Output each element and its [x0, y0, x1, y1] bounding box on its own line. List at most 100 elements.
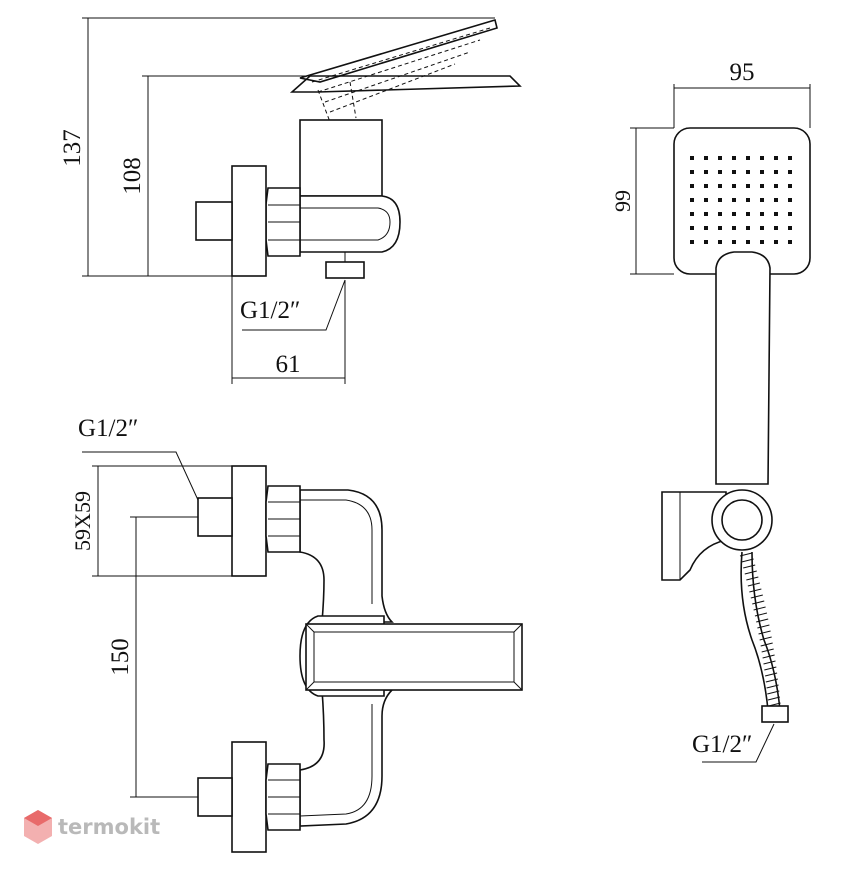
- nozzle: [704, 156, 708, 160]
- upper-nut-faces: [268, 501, 300, 537]
- hose-coil: [757, 624, 770, 629]
- nozzle: [746, 184, 750, 188]
- nozzle: [788, 212, 792, 216]
- nozzle: [760, 170, 764, 174]
- eccentric-pipe: [195, 201, 233, 241]
- nozzle: [746, 156, 750, 160]
- nozzle: [774, 184, 778, 188]
- nozzle: [746, 226, 750, 230]
- nozzle: [774, 226, 778, 230]
- lower-nut-faces: [268, 779, 300, 815]
- nozzle: [704, 170, 708, 174]
- hose-coil: [759, 636, 772, 641]
- bevel-br: [513, 681, 523, 691]
- front-view: 59X59 G1/2″ 150: [70, 415, 523, 853]
- nozzle: [718, 184, 722, 188]
- brand-name: termokit: [58, 815, 160, 839]
- hose-outline-a: [740, 551, 769, 711]
- dim-137-label: 137: [59, 129, 86, 167]
- nozzle: [746, 170, 750, 174]
- nozzle: [774, 156, 778, 160]
- body-upper-arm: [299, 489, 394, 623]
- nozzle: [718, 156, 722, 160]
- brand-hexagon-top: [24, 810, 52, 826]
- hose-coil: [763, 660, 776, 665]
- hose-coil: [753, 606, 766, 611]
- hose-coil: [749, 588, 762, 593]
- nozzle: [704, 240, 708, 244]
- hose-coil: [754, 612, 768, 617]
- nozzle: [760, 226, 764, 230]
- hex-nut-faces: [268, 204, 300, 241]
- nozzle: [718, 226, 722, 230]
- cartridge-body: [299, 119, 383, 197]
- nozzle: [718, 212, 722, 216]
- hose-coil: [766, 684, 779, 689]
- hose-outline-b: [751, 551, 781, 711]
- nozzle: [788, 226, 792, 230]
- nozzle: [732, 240, 736, 244]
- lower-flange: [231, 741, 267, 853]
- dim-61-label: 61: [276, 351, 301, 378]
- nozzle: [788, 156, 792, 160]
- side-view: 137 108 G1/2″ 61: [59, 17, 522, 384]
- nozzle: [760, 212, 764, 216]
- lever-flat: [289, 75, 522, 93]
- nozzle: [732, 226, 736, 230]
- nozzle: [704, 184, 708, 188]
- nozzle: [690, 240, 694, 244]
- lever-raised-dashes: [311, 27, 491, 113]
- nozzle: [788, 198, 792, 202]
- hose-coil: [767, 690, 780, 695]
- hose-coil: [764, 672, 778, 677]
- thread-leader-hose: [702, 723, 775, 763]
- hose-coil: [756, 618, 769, 623]
- hose-coil: [743, 564, 756, 569]
- nozzle: [788, 240, 792, 244]
- lever-raised-outline: [299, 18, 498, 83]
- hose-coil: [744, 570, 757, 575]
- nozzle: [774, 198, 778, 202]
- nozzle: [788, 170, 792, 174]
- bevel-bl: [305, 681, 315, 691]
- valve-body: [299, 195, 401, 253]
- hose-coil: [750, 594, 763, 599]
- nozzle: [788, 184, 792, 188]
- shower-handle: [715, 251, 771, 485]
- nozzle: [704, 226, 708, 230]
- upper-flange: [231, 465, 267, 577]
- nozzle: [760, 156, 764, 160]
- hose-coil: [761, 648, 774, 653]
- nozzle: [732, 198, 736, 202]
- hose-end-nut: [761, 705, 789, 723]
- hose-coil: [758, 630, 771, 635]
- watermark-logo: termokit: [24, 810, 160, 844]
- valve-body-inner: [300, 207, 391, 241]
- hand-shower-view: 95 99 G1/2″: [610, 59, 811, 763]
- nozzle: [718, 240, 722, 244]
- nozzle: [774, 240, 778, 244]
- bevel-tl: [305, 623, 315, 633]
- hose-coil: [760, 642, 773, 647]
- nozzle: [732, 170, 736, 174]
- thread-label-hose: G1/2″: [692, 731, 752, 758]
- nozzle: [704, 198, 708, 202]
- nozzle: [690, 212, 694, 216]
- dim-150-label: 150: [107, 638, 134, 676]
- upper-eccentric: [197, 497, 233, 537]
- bevel-tr: [513, 623, 523, 633]
- nozzle: [718, 170, 722, 174]
- nozzle: [732, 184, 736, 188]
- thread-leader-front: [82, 451, 199, 501]
- nozzle: [690, 156, 694, 160]
- hose-coil: [765, 678, 778, 683]
- hose-coil: [741, 558, 754, 563]
- body-lower-inner: [299, 704, 373, 817]
- hose-coil: [764, 666, 777, 671]
- lower-eccentric: [197, 777, 233, 817]
- hose-coil: [746, 576, 759, 581]
- bottom-outlet: [325, 261, 365, 279]
- nozzle: [774, 212, 778, 216]
- nozzle: [774, 170, 778, 174]
